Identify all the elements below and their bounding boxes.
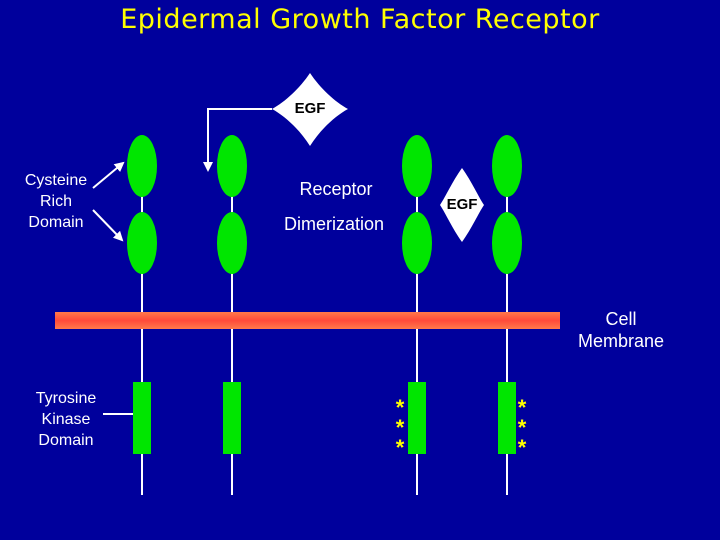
receptor-4-lower-domain [492,212,522,274]
egf-bound-label: EGF [446,196,478,213]
cysteine-arrow-upper [92,161,125,189]
receptor-1-lower-domain [127,212,157,274]
cell-membrane [55,312,560,329]
receptor-3-lower-domain [402,212,432,274]
phospho-mark-r3-3: * [395,435,405,460]
cysteine-label-line-1: Cysteine [24,172,88,189]
receptor-4-upper-domain [492,135,522,197]
receptor-4-kinase-domain [498,382,516,454]
cell-membrane-line-2: Membrane [577,331,665,351]
receptor-1-upper-domain [127,135,157,197]
tyrosine-label-line-2: Kinase [41,411,91,428]
tyrosine-kinase-domain-label: Tyrosine Kinase Domain [26,388,106,451]
phospho-mark-r4-2: * [517,415,527,440]
egf-ligand-bound [440,168,484,242]
egf-binding-arrow [203,108,272,172]
cell-membrane-label: Cell Membrane [566,308,676,352]
cell-membrane-line-1: Cell [605,309,637,329]
cysteine-label-line-2: Rich [39,193,72,210]
cysteine-rich-domains [127,135,522,274]
receptor-2-upper-domain [217,135,247,197]
egf-top-label: EGF [294,100,326,117]
cysteine-arrow-lower [92,209,124,242]
phospho-mark-r3-2: * [395,415,405,440]
slide-title: Epidermal Growth Factor Receptor [120,4,600,35]
receptor-3-upper-domain [402,135,432,197]
phospho-mark-r3-1: * [395,395,405,420]
receptor-label: Receptor [299,179,373,199]
tyrosine-label-line-3: Domain [38,432,94,449]
phospho-mark-r4-3: * [517,435,527,460]
phospho-mark-r4-1: * [517,395,527,420]
tyrosine-kinase-domains [133,382,516,454]
receptor-3-kinase-domain [408,382,426,454]
tyrosine-label-line-1: Tyrosine [35,390,97,407]
receptor-2-lower-domain [217,212,247,274]
cysteine-label-line-3: Domain [28,214,84,231]
receptor-1-kinase-domain [133,382,151,454]
cysteine-rich-domain-label: Cysteine Rich Domain [14,170,98,233]
egf-ligand-top [272,73,348,146]
dimerization-label: Dimerization [283,214,385,234]
receptor-2-kinase-domain [223,382,241,454]
